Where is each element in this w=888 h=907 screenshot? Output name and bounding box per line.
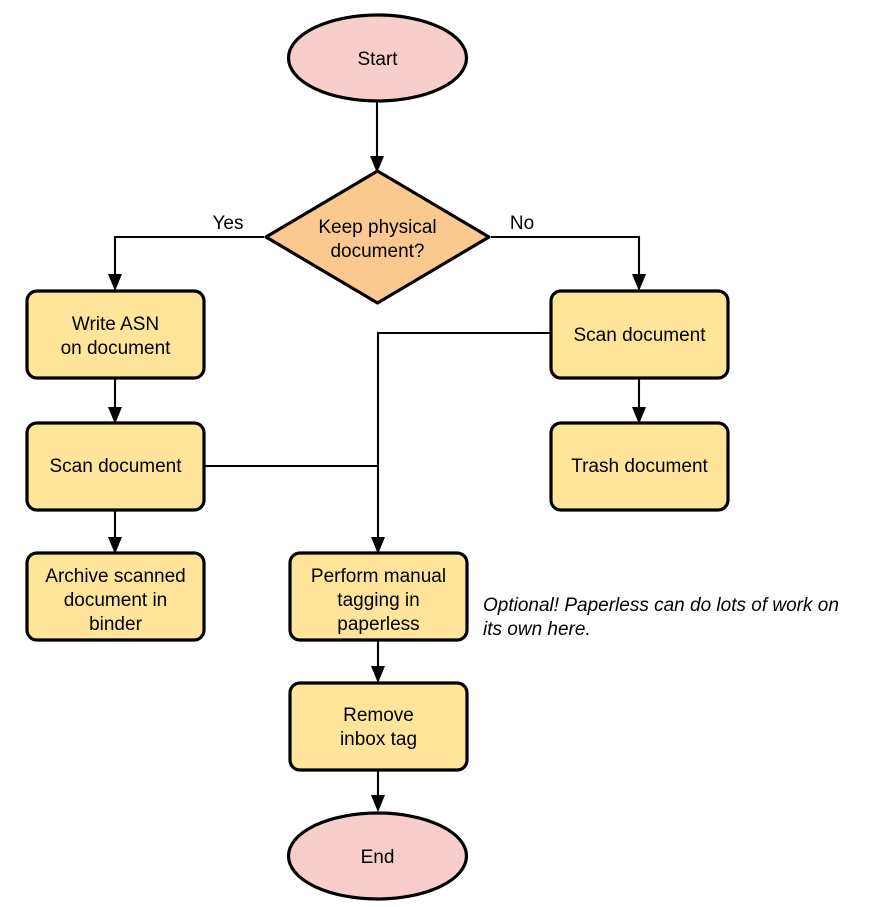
edge-decision-no — [491, 235, 646, 291]
write-asn-box-shape — [25, 289, 206, 380]
edge-scanright-to-tagging — [371, 331, 551, 554]
edge-decision-yes — [108, 235, 264, 291]
edge-label-yes: Yes — [213, 213, 244, 234]
scan-document-right-label: Scan document — [573, 325, 706, 346]
archive-box-shape — [25, 551, 206, 642]
scan-document-left-label: Scan document — [49, 456, 182, 477]
end-label: End — [361, 847, 395, 868]
node-start[interactable]: Start — [286, 13, 469, 103]
trash-document-box-shape — [549, 421, 730, 512]
archive-label-line2: document in — [64, 590, 168, 611]
edge-scanleft-to-archive — [108, 510, 122, 554]
archive-label-line3: binder — [89, 614, 142, 635]
node-decision-keep-physical-document[interactable]: Keep physical document? — [264, 169, 491, 305]
write-asn-label-line2: on document — [61, 338, 172, 359]
node-perform-manual-tagging[interactable]: Perform manual tagging in paperless — [288, 551, 469, 642]
remove-inbox-tag-label-line1: Remove — [343, 705, 414, 726]
edge-start-to-decision — [370, 102, 384, 173]
edge-label-no: No — [510, 213, 534, 234]
node-write-asn-on-document[interactable]: Write ASN on document — [25, 289, 206, 380]
annotation-line1: Optional! Paperless can do lots of work … — [483, 595, 839, 616]
annotation-optional-note: Optional! Paperless can do lots of work … — [483, 595, 839, 640]
edge-writeasn-to-scanleft — [108, 378, 122, 424]
tagging-box-shape — [288, 551, 469, 642]
scan-document-right-box-shape — [549, 289, 730, 380]
node-archive-scanned-document[interactable]: Archive scanned document in binder — [25, 551, 206, 642]
tagging-label-line1: Perform manual — [311, 566, 446, 587]
node-scan-document-left[interactable]: Scan document — [25, 421, 206, 512]
tagging-label-line2: tagging in — [337, 590, 419, 611]
edge-scanright-to-trash — [632, 378, 646, 424]
end-ellipse-shape — [286, 811, 469, 901]
archive-label-line1: Archive scanned — [45, 566, 185, 587]
scan-document-left-box-shape — [25, 421, 206, 512]
decision-label-line2: document? — [330, 241, 424, 262]
start-label: Start — [357, 49, 398, 70]
node-trash-document[interactable]: Trash document — [549, 421, 730, 512]
annotation-line2: its own here. — [483, 619, 591, 640]
decision-label-line1: Keep physical — [318, 217, 436, 238]
remove-inbox-tag-label-line2: inbox tag — [340, 729, 417, 750]
tagging-label-line3: paperless — [337, 614, 419, 635]
write-asn-label-line1: Write ASN — [72, 314, 159, 335]
trash-document-label: Trash document — [571, 456, 708, 477]
node-scan-document-right[interactable]: Scan document — [549, 289, 730, 380]
remove-inbox-tag-box-shape — [288, 681, 469, 772]
start-ellipse-shape — [286, 13, 469, 103]
node-remove-inbox-tag[interactable]: Remove inbox tag — [288, 681, 469, 772]
decision-diamond-shape — [264, 169, 491, 305]
edge-tagging-to-removetag — [371, 641, 385, 683]
edge-removetag-to-end — [371, 770, 385, 812]
node-end[interactable]: End — [286, 811, 469, 901]
